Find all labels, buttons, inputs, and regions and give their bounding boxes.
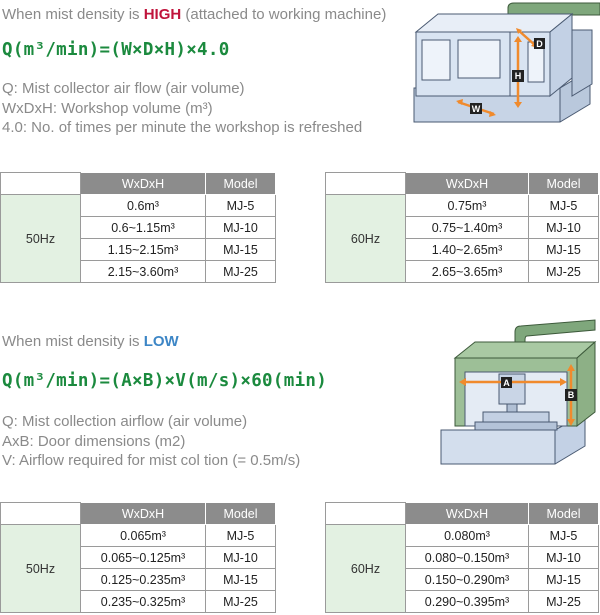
high-notes: Q: Mist collector air flow (air volume) … <box>2 79 362 138</box>
volume-cell: 1.15~2.15m³ <box>80 238 206 261</box>
model-cell: MJ-15 <box>205 238 276 261</box>
high-heading-prefix: When mist density is <box>2 6 144 23</box>
model-cell: MJ-5 <box>528 524 599 547</box>
table-corner <box>0 172 81 195</box>
high-level-label: HIGH <box>143 6 182 23</box>
volume-cell: 0.6~1.15m³ <box>80 216 206 239</box>
table-row: 2.15~3.60m³ MJ-25 <box>1 260 276 283</box>
table-corner <box>325 502 406 525</box>
column-header-model: Model <box>528 502 599 525</box>
machine-illustration-high: D H W <box>413 2 600 123</box>
low-note-v: V: Airflow required for mist col tion (=… <box>2 452 301 469</box>
column-header-model: Model <box>528 172 599 195</box>
freq-label: 50Hz <box>0 524 81 613</box>
low-heading-prefix: When mist density is <box>2 333 144 350</box>
volume-cell: 0.75m³ <box>405 194 529 217</box>
high-table-50hz: WxDxH Model 50Hz 0.6m³ MJ-5 0.6~1.15m³ M… <box>0 172 276 283</box>
model-cell: MJ-15 <box>528 568 599 591</box>
low-table-60hz: WxDxH Model 60Hz 0.080m³ MJ-5 0.080~0.15… <box>325 502 599 613</box>
low-formula: Q(m³/min)=(A×B)×V(m/s)×60(min) <box>2 371 328 391</box>
volume-cell: 0.235~0.325m³ <box>80 590 206 613</box>
model-cell: MJ-10 <box>528 216 599 239</box>
model-cell: MJ-25 <box>205 260 276 283</box>
low-note-axb: AxB: Door dimensions (m2) <box>2 432 186 450</box>
model-cell: MJ-10 <box>205 546 276 569</box>
column-header-volume: WxDxH <box>80 172 206 195</box>
label-b: B <box>568 390 575 400</box>
table-row: 2.65~3.65m³ MJ-25 <box>326 260 599 283</box>
table-corner <box>0 502 81 525</box>
volume-cell: 0.75~1.40m³ <box>405 216 529 239</box>
model-cell: MJ-25 <box>528 590 599 613</box>
column-header-volume: WxDxH <box>80 502 206 525</box>
volume-cell: 0.125~0.235m³ <box>80 568 206 591</box>
table-row: 0.235~0.325m³ MJ-25 <box>1 590 276 613</box>
freq-label: 50Hz <box>0 194 81 283</box>
low-note-q: Q: Mist collection airflow (air volume) <box>2 413 248 430</box>
table-row: 50Hz 0.065m³ MJ-5 <box>0 524 276 613</box>
table-row: 0.290~0.395m³ MJ-25 <box>326 590 599 613</box>
freq-label: 60Hz <box>325 194 406 283</box>
volume-cell: 2.65~3.65m³ <box>405 260 529 283</box>
table-row: 60Hz 0.080m³ MJ-5 <box>325 524 599 613</box>
volume-cell: 0.065m³ <box>80 524 206 547</box>
label-a: A <box>503 378 510 388</box>
model-cell: MJ-10 <box>205 216 276 239</box>
table-row: 50Hz 0.6m³ MJ-5 <box>0 194 276 283</box>
volume-cell: 0.150~0.290m³ <box>405 568 529 591</box>
table-corner <box>325 172 406 195</box>
high-table-60hz: WxDxH Model 60Hz 0.75m³ MJ-5 0.75~1.40m³… <box>325 172 599 283</box>
table-row: 0.75~1.40m³ MJ-10 <box>326 216 599 239</box>
model-cell: MJ-15 <box>528 238 599 261</box>
model-cell: MJ-25 <box>528 260 599 283</box>
column-header-volume: WxDxH <box>405 502 529 525</box>
model-cell: MJ-25 <box>205 590 276 613</box>
volume-cell: 0.080~0.150m³ <box>405 546 529 569</box>
high-note-rate: 4.0: No. of times per minute the worksho… <box>2 119 363 136</box>
column-header-model: Model <box>205 502 276 525</box>
model-cell: MJ-10 <box>528 546 599 569</box>
table-row: 0.080~0.150m³ MJ-10 <box>326 546 599 569</box>
model-cell: MJ-5 <box>205 524 276 547</box>
low-level-label: LOW <box>143 333 179 350</box>
high-note-wxdxh: WxDxH: Workshop volume (m³) <box>2 99 213 117</box>
machine-illustration-low: A B <box>440 319 597 465</box>
column-header-volume: WxDxH <box>405 172 529 195</box>
volume-cell: 1.40~2.65m³ <box>405 238 529 261</box>
volume-cell: 0.065~0.125m³ <box>80 546 206 569</box>
table-row: 0.065~0.125m³ MJ-10 <box>1 546 276 569</box>
volume-cell: 0.6m³ <box>80 194 206 217</box>
model-cell: MJ-5 <box>528 194 599 217</box>
column-header-model: Model <box>205 172 276 195</box>
high-note-q: Q: Mist collector air flow (air volume) <box>2 80 245 97</box>
low-notes: Q: Mist collection airflow (air volume) … <box>2 412 300 471</box>
freq-label: 60Hz <box>325 524 406 613</box>
model-cell: MJ-5 <box>205 194 276 217</box>
low-table-50hz: WxDxH Model 50Hz 0.065m³ MJ-5 0.065~0.12… <box>0 502 276 613</box>
high-heading-suffix: (attached to working machine) <box>181 6 387 23</box>
volume-cell: 0.080m³ <box>405 524 529 547</box>
table-row: 0.125~0.235m³ MJ-15 <box>1 568 276 591</box>
model-cell: MJ-15 <box>205 568 276 591</box>
volume-cell: 0.290~0.395m³ <box>405 590 529 613</box>
high-density-heading: When mist density is HIGH (attached to w… <box>2 6 386 23</box>
label-d: D <box>536 39 543 49</box>
table-row: 1.40~2.65m³ MJ-15 <box>326 238 599 261</box>
high-formula: Q(m³/min)=(W×D×H)×4.0 <box>2 40 230 60</box>
volume-cell: 2.15~3.60m³ <box>80 260 206 283</box>
label-h: H <box>515 71 522 81</box>
table-row: 60Hz 0.75m³ MJ-5 <box>325 194 599 283</box>
table-row: 1.15~2.15m³ MJ-15 <box>1 238 276 261</box>
label-w: W <box>472 104 481 114</box>
low-density-heading: When mist density is LOW <box>2 333 179 350</box>
